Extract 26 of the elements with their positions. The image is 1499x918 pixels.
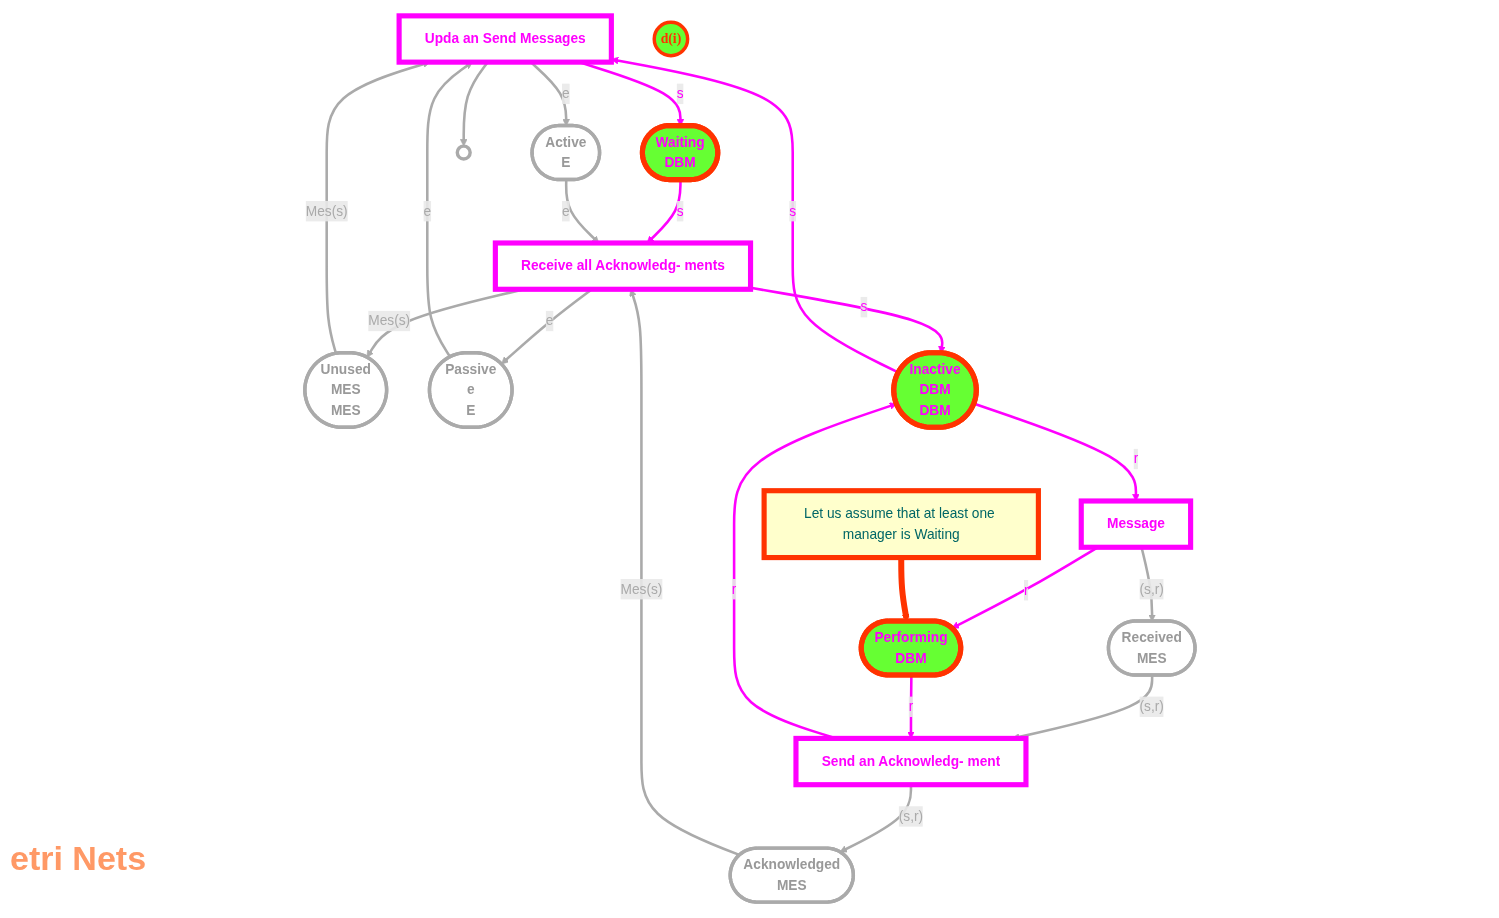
edge-label: Mes(s) bbox=[620, 581, 662, 597]
edge-label: e bbox=[545, 313, 553, 328]
footer-text: etri Nets bbox=[10, 839, 147, 878]
edge-label: Mes(s) bbox=[367, 313, 410, 328]
node-box: Receive all Acknowledg- ments bbox=[492, 240, 753, 292]
node-circle: d(i) bbox=[652, 20, 689, 58]
node-box: Send an Acknowledg- ment bbox=[792, 735, 1029, 788]
edge-label: e bbox=[423, 203, 431, 219]
node-box: Let us assume that at least one manager is Waiting bbox=[761, 488, 1041, 561]
edge-label: e bbox=[561, 86, 570, 101]
edge-label: Mes(s) bbox=[305, 203, 348, 219]
edge-label: s bbox=[676, 203, 684, 219]
edge-label: e bbox=[561, 203, 570, 219]
node-circle bbox=[455, 144, 472, 161]
node-box: Message bbox=[1078, 498, 1193, 550]
edge-label: (s,r) bbox=[1139, 581, 1164, 597]
edge-label: (s,r) bbox=[1139, 698, 1164, 714]
edge-label: s bbox=[860, 299, 867, 314]
edge-label: r bbox=[731, 581, 736, 597]
edge-label: r bbox=[908, 698, 913, 714]
edge-label: r bbox=[1023, 582, 1029, 598]
edge-label: s bbox=[788, 203, 796, 219]
edge-label: r bbox=[1133, 451, 1138, 466]
edge-label: (s,r) bbox=[898, 808, 923, 824]
node-box: Upda an Send Messages bbox=[396, 13, 614, 65]
edge-label: s bbox=[676, 86, 684, 101]
